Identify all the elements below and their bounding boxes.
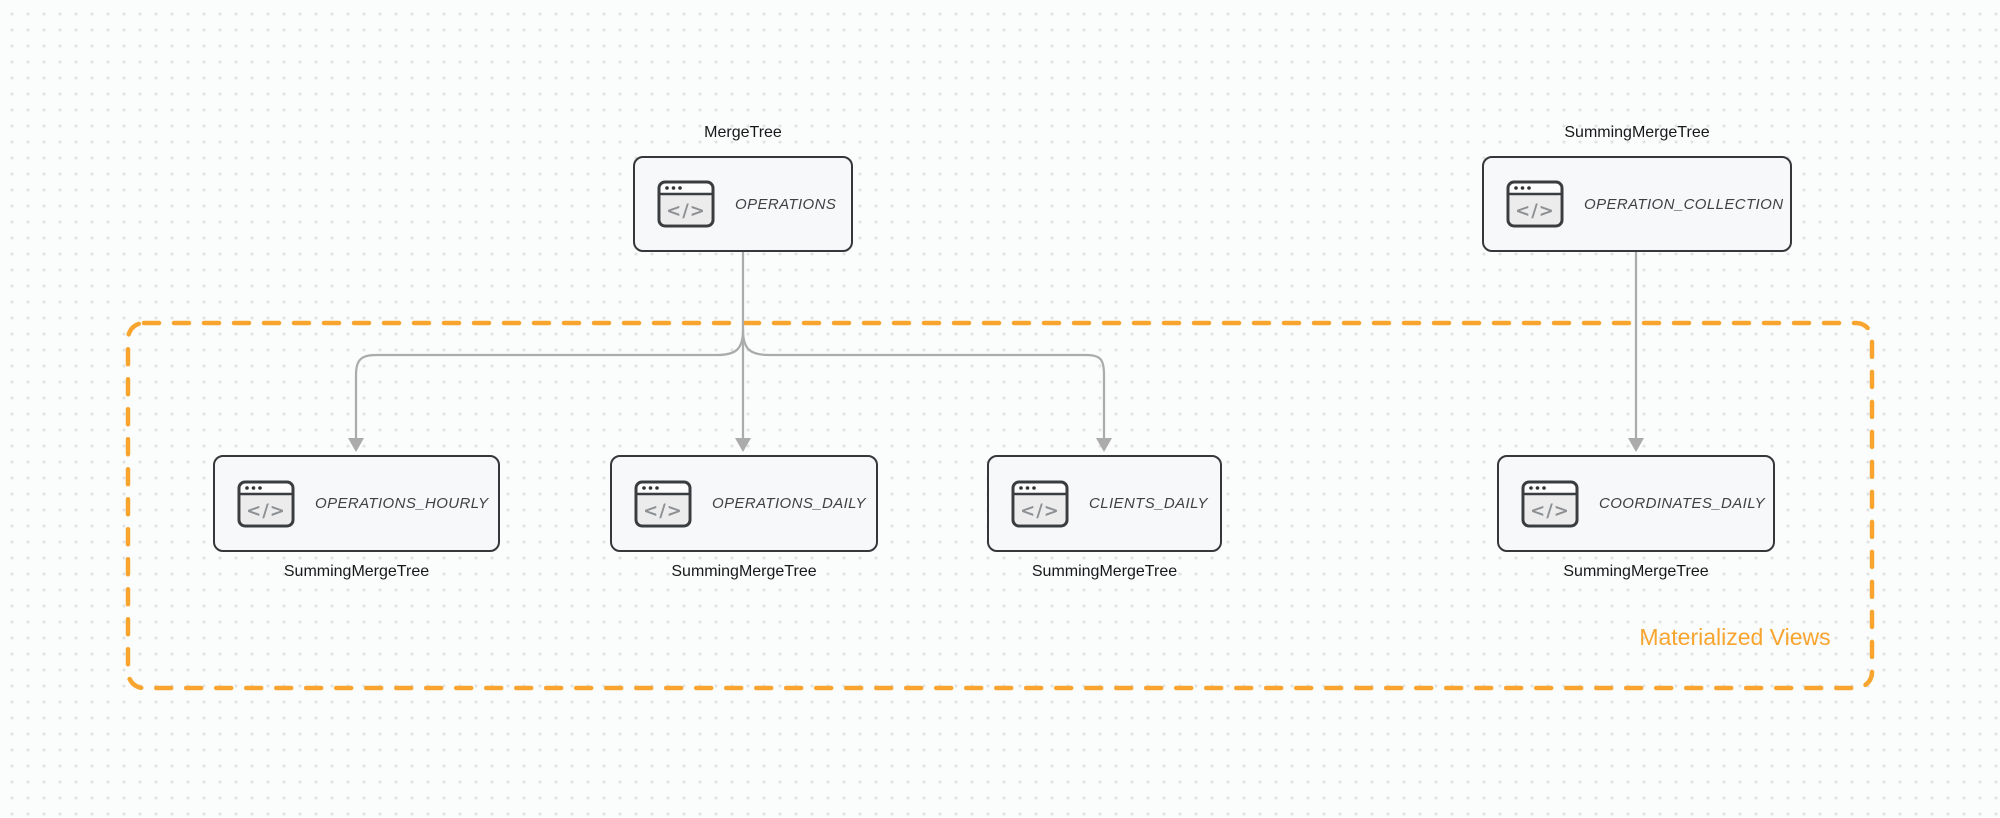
engine-label-operations-daily: SummingMergeTree xyxy=(671,563,817,580)
engine-label-operation-collection: SummingMergeTree xyxy=(1564,124,1710,141)
svg-text:</>: </> xyxy=(666,201,706,222)
node-title: COORDINATES_DAILY xyxy=(1599,495,1766,512)
svg-text:</>: </> xyxy=(1020,500,1060,521)
code-window-icon: </> xyxy=(1521,480,1579,528)
node-title: OPERATIONS_DAILY xyxy=(712,495,866,512)
engine-label-operations-hourly: SummingMergeTree xyxy=(283,563,430,580)
code-window-icon: </> xyxy=(1011,480,1069,528)
code-window-icon: </> xyxy=(237,480,295,528)
engine-label-coordinates-daily: SummingMergeTree xyxy=(1563,563,1709,580)
node-title: OPERATION_COLLECTION xyxy=(1584,195,1784,213)
engine-label-clients-daily: SummingMergeTree xyxy=(1031,563,1178,580)
node-operation-collection[interactable]: </> OPERATION_COLLECTION xyxy=(1482,156,1792,252)
node-clients-daily[interactable]: </> CLIENTS_DAILY xyxy=(987,455,1222,552)
edge-operations-to-operations-hourly xyxy=(354,328,745,441)
arrowhead-clients-daily xyxy=(1096,438,1112,452)
node-title: OPERATIONS_HOURLY xyxy=(315,495,489,512)
svg-text:</>: </> xyxy=(643,500,683,521)
node-coordinates-daily[interactable]: </> COORDINATES_DAILY xyxy=(1497,455,1775,552)
code-window-icon: </> xyxy=(657,180,715,228)
svg-text:</>: </> xyxy=(1530,500,1570,521)
arrowhead-coordinates-daily xyxy=(1628,438,1644,452)
node-title: CLIENTS_DAILY xyxy=(1089,495,1208,512)
node-operations[interactable]: </> OPERATIONS xyxy=(633,156,853,252)
node-operations-hourly[interactable]: </> OPERATIONS_HOURLY xyxy=(213,455,500,552)
edge-operations-to-clients-daily xyxy=(741,328,1106,441)
code-window-icon: </> xyxy=(634,480,692,528)
node-operations-daily[interactable]: </> OPERATIONS_DAILY xyxy=(610,455,878,552)
node-title: OPERATIONS xyxy=(735,195,837,213)
arrowhead-operations-daily xyxy=(735,438,751,452)
materialized-views-label: Materialized Views xyxy=(1639,624,1831,650)
code-window-icon: </> xyxy=(1506,180,1564,228)
engine-label-operations: MergeTree xyxy=(704,124,782,141)
svg-text:</>: </> xyxy=(1515,201,1555,222)
arrowhead-operations-hourly xyxy=(348,438,364,452)
svg-text:</>: </> xyxy=(246,500,286,521)
